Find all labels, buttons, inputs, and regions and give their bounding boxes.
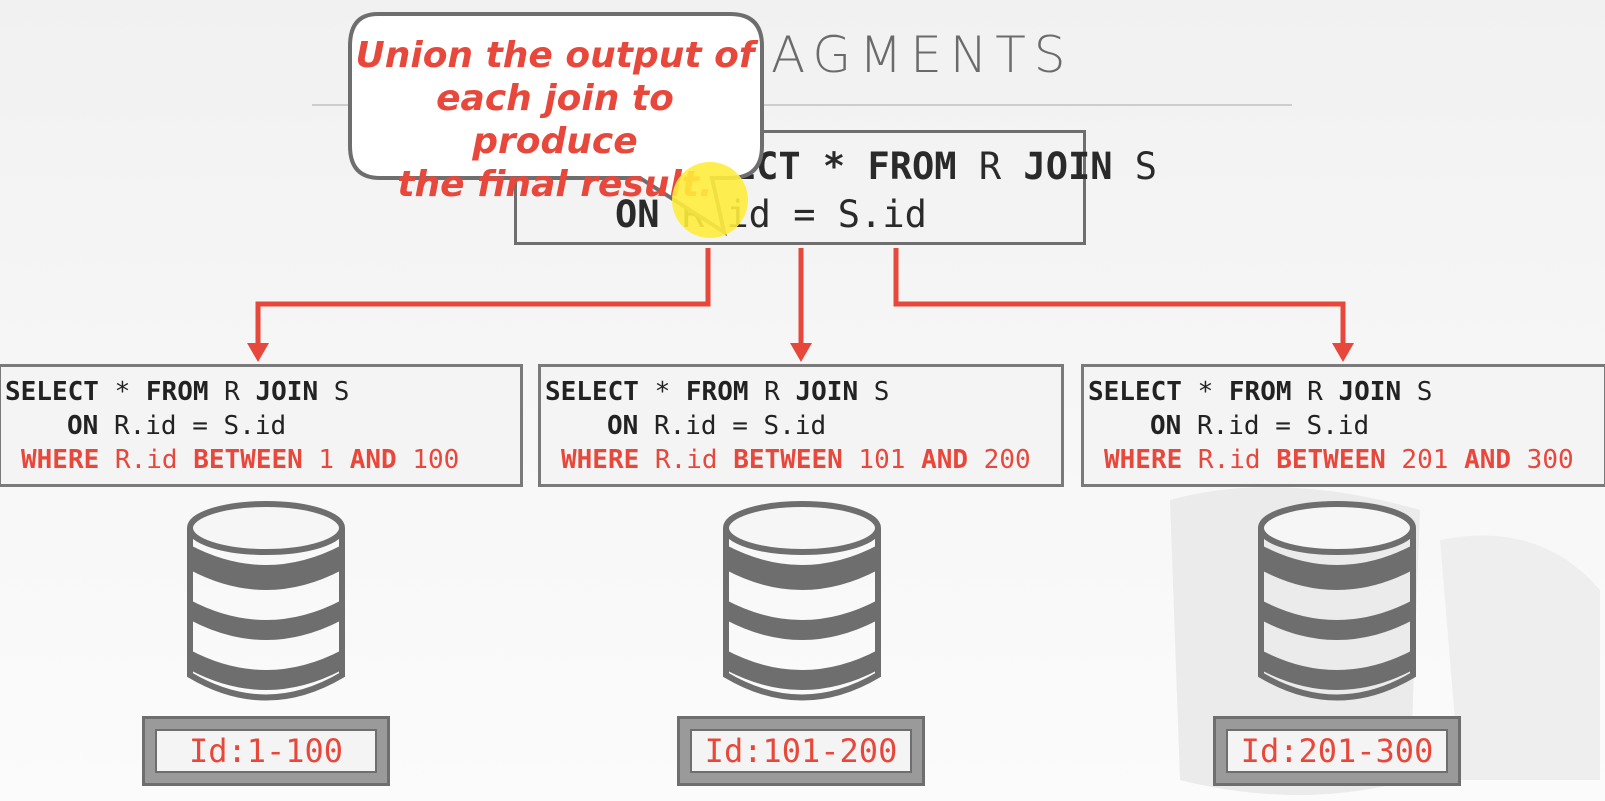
sql-keyword: ON <box>1150 411 1182 441</box>
sql-text: S <box>318 377 350 407</box>
arrow-to-fragment-3 <box>893 248 1346 343</box>
partition-label-3: Id:201-300 <box>1226 729 1448 773</box>
fragment-1-line-2: ON R.id = S.id <box>67 411 286 441</box>
partition-label-box-1: Id:1-100 <box>142 716 390 786</box>
sql-text: R.id <box>99 445 194 475</box>
fragment-query-box-2: SELECT * FROM R JOIN S ON R.id = S.id WH… <box>538 364 1064 487</box>
sql-text: R.id <box>1182 445 1277 475</box>
sql-text: S <box>1401 377 1433 407</box>
sql-keyword: FROM <box>145 377 209 407</box>
sql-keyword: WHERE <box>21 445 100 475</box>
sql-text: S <box>858 377 890 407</box>
partition-label-1: Id:1-100 <box>155 729 377 773</box>
callout-line-3: the final result. <box>397 164 713 205</box>
sql-text: S <box>1112 145 1158 188</box>
sql-keyword: FROM <box>685 377 749 407</box>
sql-keyword: JOIN <box>255 377 319 407</box>
sql-keyword: BETWEEN <box>193 445 303 475</box>
sql-keyword: ON <box>607 411 639 441</box>
fragment-1-line-1: SELECT * FROM R JOIN S <box>5 377 349 407</box>
sql-text: R <box>956 145 1024 188</box>
sql-text: R.id = S.id <box>638 411 827 441</box>
sql-text: * <box>1181 377 1229 407</box>
sql-keyword: JOIN <box>795 377 859 407</box>
sql-keyword: AND <box>921 445 969 475</box>
pointer-highlight <box>672 162 748 238</box>
fragment-2-line-2: ON R.id = S.id <box>607 411 826 441</box>
sql-keyword: JOIN <box>1338 377 1402 407</box>
fragment-query-box-1: SELECT * FROM R JOIN S ON R.id = S.id WH… <box>0 364 523 487</box>
partition-label-box-3: Id:201-300 <box>1213 716 1461 786</box>
sql-keyword: WHERE <box>1104 445 1183 475</box>
arrowhead-2 <box>790 343 812 362</box>
sql-text: * <box>98 377 146 407</box>
sql-text: R.id = S.id <box>1181 411 1370 441</box>
sql-keyword: ON <box>615 193 660 236</box>
fragment-query-box-3: SELECT * FROM R JOIN S ON R.id = S.id WH… <box>1081 364 1605 487</box>
sql-text: R.id = S.id <box>98 411 287 441</box>
main-query-line-1: SELECT * FROM R JOIN S <box>667 145 1157 188</box>
sql-keyword: FROM <box>1228 377 1292 407</box>
database-icon <box>1258 501 1416 701</box>
sql-text: * <box>638 377 686 407</box>
sql-keyword: SELECT <box>1088 377 1182 407</box>
database-icon <box>187 501 345 701</box>
callout-line-1: Union the output of <box>355 35 755 76</box>
callout-text: Union the output of each join to produce… <box>352 34 758 206</box>
sql-keyword: BETWEEN <box>733 445 843 475</box>
sql-keyword: BETWEEN <box>1276 445 1386 475</box>
sql-keyword: ON <box>67 411 99 441</box>
sql-keyword: SELECT <box>545 377 639 407</box>
sql-text: R.id <box>639 445 734 475</box>
database-icon <box>723 501 881 701</box>
sql-text: 100 <box>396 445 460 475</box>
fragment-1-line-3: WHERE R.id BETWEEN 1 AND 100 <box>21 445 459 475</box>
sql-text: 201 <box>1385 445 1465 475</box>
fragment-3-line-3: WHERE R.id BETWEEN 201 AND 300 <box>1104 445 1574 475</box>
callout-line-2: each join to produce <box>436 78 674 162</box>
sql-keyword: JOIN <box>1023 145 1113 188</box>
sql-text: R <box>208 377 256 407</box>
sql-keyword: FROM <box>867 145 957 188</box>
partition-label-box-2: Id:101-200 <box>677 716 925 786</box>
sql-keyword: AND <box>1464 445 1512 475</box>
sql-keyword: WHERE <box>561 445 640 475</box>
sql-keyword: SELECT <box>5 377 99 407</box>
sql-keyword: AND <box>349 445 397 475</box>
sql-text: R <box>1291 377 1339 407</box>
partition-label-2: Id:101-200 <box>690 729 912 773</box>
sql-text: 101 <box>842 445 922 475</box>
fragment-2-line-1: SELECT * FROM R JOIN S <box>545 377 889 407</box>
sql-text: 1 <box>302 445 350 475</box>
sql-text: 200 <box>968 445 1031 475</box>
arrowhead-1 <box>247 343 269 362</box>
fragment-3-line-1: SELECT * FROM R JOIN S <box>1088 377 1432 407</box>
title-divider <box>312 104 1292 106</box>
fragment-3-line-2: ON R.id = S.id <box>1150 411 1369 441</box>
main-query-box: SELECT * FROM R JOIN S ON R.id = S.id <box>514 130 1157 245</box>
arrow-to-fragment-1 <box>255 248 711 343</box>
sql-text: 300 <box>1511 445 1574 475</box>
fragment-2-line-3: WHERE R.id BETWEEN 101 AND 200 <box>561 445 1031 475</box>
arrowhead-3 <box>1332 343 1354 362</box>
sql-text: R <box>748 377 796 407</box>
